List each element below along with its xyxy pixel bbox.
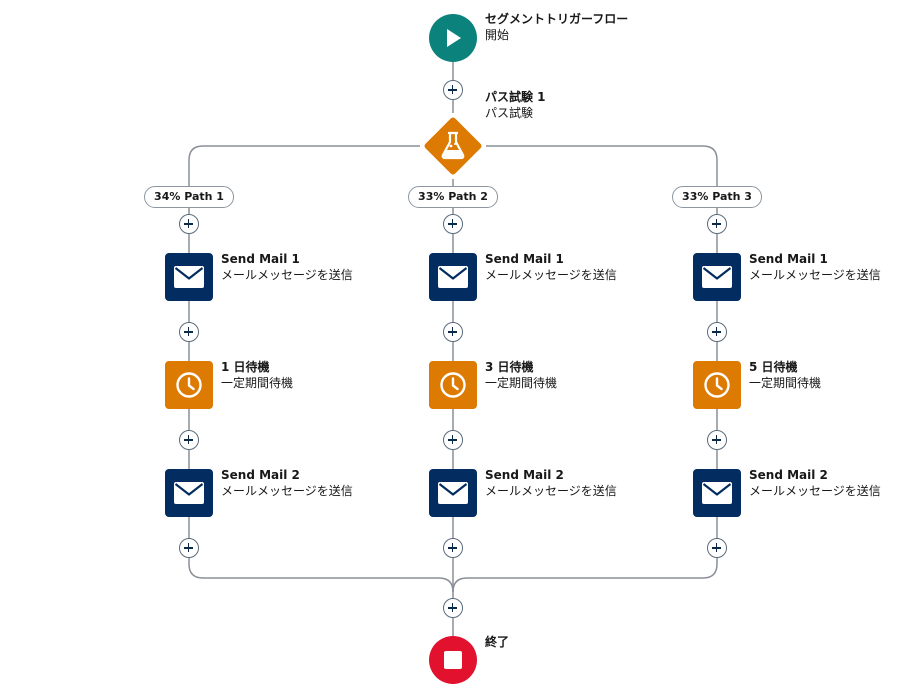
step-subtitle: 一定期間待機 (485, 376, 558, 390)
wait-node[interactable] (429, 361, 477, 409)
envelope-icon (174, 266, 204, 288)
add-step-button[interactable] (443, 538, 463, 558)
envelope-icon (174, 482, 204, 504)
send-mail-node[interactable] (165, 253, 213, 301)
step-label: 1 日待機 一定期間待機 (221, 359, 293, 391)
add-step-button[interactable] (707, 538, 727, 558)
step-label: Send Mail 2 メールメッセージを送信 (221, 467, 353, 499)
step-subtitle: 一定期間待機 (221, 376, 294, 390)
path-3-label[interactable]: 33% Path 3 (672, 186, 762, 208)
step-subtitle: メールメッセージを送信 (485, 484, 617, 498)
step-title: 5 日待機 (749, 360, 798, 374)
step-title: Send Mail 2 (749, 468, 828, 482)
envelope-icon (438, 482, 468, 504)
envelope-icon (438, 266, 468, 288)
add-step-button[interactable] (443, 598, 463, 618)
send-mail-node[interactable] (429, 253, 477, 301)
start-label: セグメントトリガーフロー 開始 (485, 11, 628, 43)
step-title: Send Mail 1 (221, 252, 300, 266)
end-label: 終了 (485, 634, 509, 650)
step-label: Send Mail 1 メールメッセージを送信 (485, 251, 617, 283)
step-label: Send Mail 2 メールメッセージを送信 (749, 467, 881, 499)
path-1-label[interactable]: 34% Path 1 (144, 186, 234, 208)
step-title: Send Mail 1 (749, 252, 828, 266)
add-step-button[interactable] (179, 214, 199, 234)
add-step-button[interactable] (179, 322, 199, 342)
path-2-label[interactable]: 33% Path 2 (408, 186, 498, 208)
add-step-button[interactable] (179, 538, 199, 558)
split-title: パス試験 1 (485, 90, 546, 104)
add-step-button[interactable] (179, 430, 199, 450)
step-title: Send Mail 1 (485, 252, 564, 266)
add-step-button[interactable] (443, 80, 463, 100)
step-subtitle: 一定期間待機 (749, 376, 822, 390)
step-subtitle: メールメッセージを送信 (749, 484, 881, 498)
send-mail-node[interactable] (165, 469, 213, 517)
send-mail-node[interactable] (429, 469, 477, 517)
end-node[interactable] (429, 636, 477, 684)
split-subtitle: パス試験 (485, 106, 534, 120)
add-step-button[interactable] (707, 430, 727, 450)
step-subtitle: メールメッセージを送信 (221, 484, 353, 498)
send-mail-node[interactable] (693, 253, 741, 301)
step-label: Send Mail 1 メールメッセージを送信 (749, 251, 881, 283)
add-step-button[interactable] (443, 322, 463, 342)
flask-icon (441, 131, 465, 160)
send-mail-node[interactable] (693, 469, 741, 517)
path-experiment-node[interactable] (420, 113, 486, 179)
step-subtitle: メールメッセージを送信 (221, 268, 353, 282)
step-subtitle: メールメッセージを送信 (485, 268, 617, 282)
clock-icon (704, 372, 730, 398)
wait-node[interactable] (165, 361, 213, 409)
add-step-button[interactable] (707, 214, 727, 234)
envelope-icon (702, 266, 732, 288)
step-title: Send Mail 2 (485, 468, 564, 482)
wait-node[interactable] (693, 361, 741, 409)
start-node[interactable] (429, 14, 477, 62)
start-title: セグメントトリガーフロー (485, 12, 629, 26)
end-title: 終了 (485, 635, 510, 649)
clock-icon (176, 372, 202, 398)
step-label: 3 日待機 一定期間待機 (485, 359, 557, 391)
step-title: Send Mail 2 (221, 468, 300, 482)
add-step-button[interactable] (707, 322, 727, 342)
stop-icon (444, 651, 462, 669)
step-label: 5 日待機 一定期間待機 (749, 359, 821, 391)
step-title: 1 日待機 (221, 360, 270, 374)
add-step-button[interactable] (443, 214, 463, 234)
step-title: 3 日待機 (485, 360, 534, 374)
add-step-button[interactable] (443, 430, 463, 450)
play-icon (447, 29, 461, 47)
split-label: パス試験 1 パス試験 (485, 89, 546, 121)
start-subtitle: 開始 (485, 28, 510, 42)
envelope-icon (702, 482, 732, 504)
clock-icon (440, 372, 466, 398)
step-subtitle: メールメッセージを送信 (749, 268, 881, 282)
step-label: Send Mail 1 メールメッセージを送信 (221, 251, 353, 283)
step-label: Send Mail 2 メールメッセージを送信 (485, 467, 617, 499)
